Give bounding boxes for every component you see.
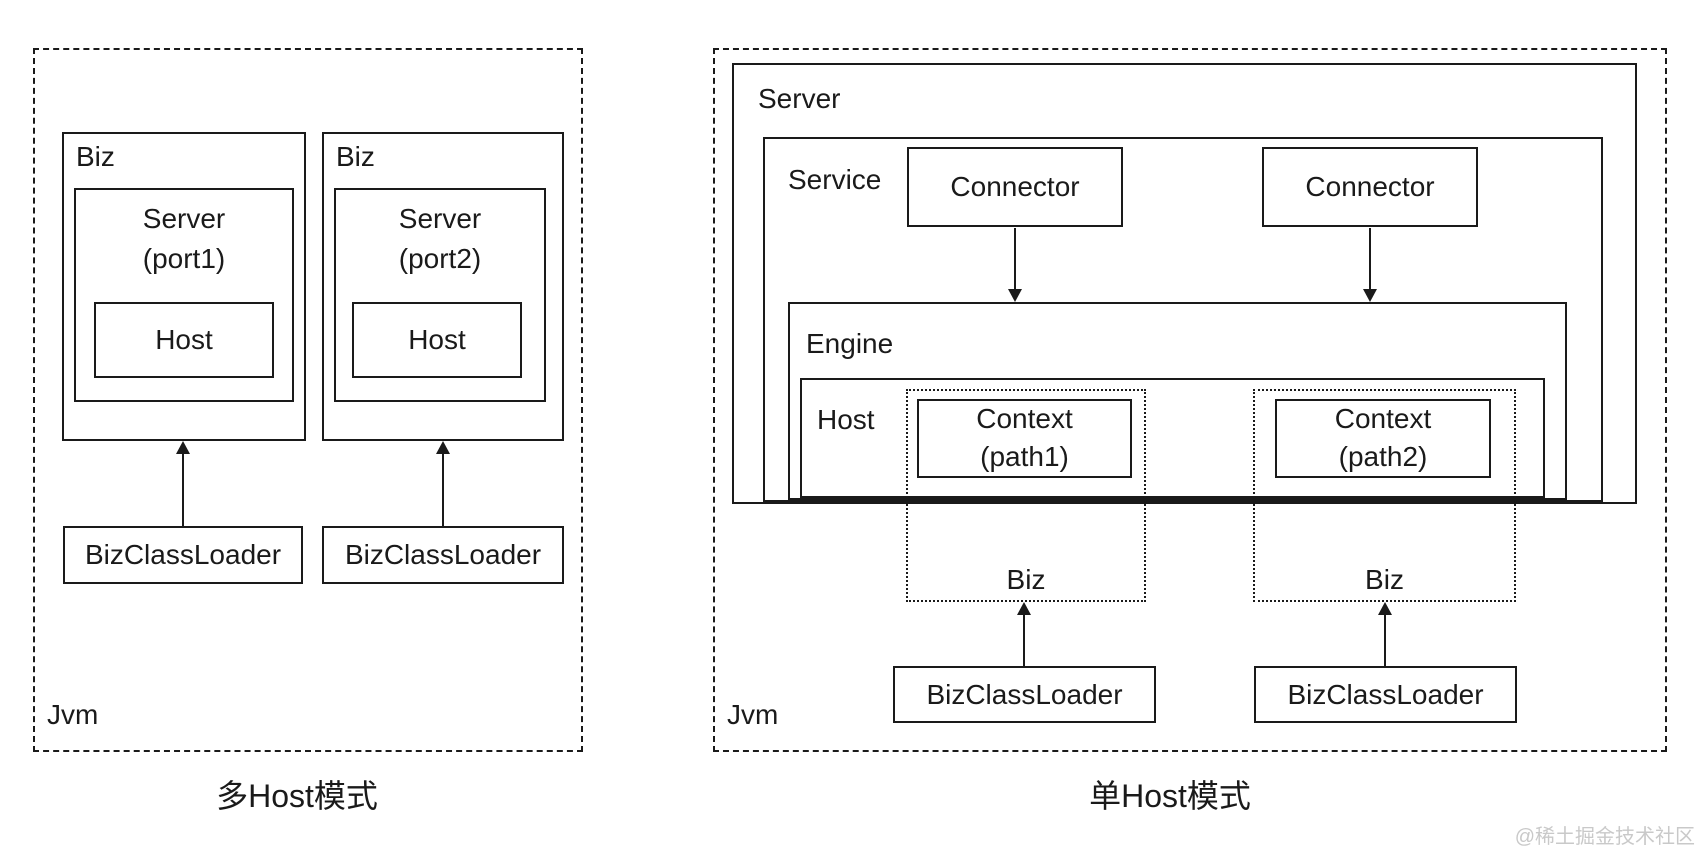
connector-label: Connector [950, 171, 1080, 202]
server-line1: Server [142, 203, 226, 234]
context-box [917, 399, 1132, 478]
context-box [1275, 399, 1491, 478]
connector-box: Connector [1262, 147, 1478, 227]
arrow-head-icon [436, 441, 450, 454]
engine-container [788, 302, 1567, 500]
arrow-up [176, 441, 190, 526]
biz-box [322, 132, 564, 441]
host-box: Host [352, 302, 522, 378]
context-line2: (path1) [980, 441, 1069, 472]
bizclassloader-box: BizClassLoader [63, 526, 303, 584]
arrow-line [1023, 615, 1025, 666]
host-label: Host [155, 324, 213, 355]
jvm-label: Jvm [47, 699, 99, 730]
server-container [732, 63, 1637, 504]
context-title: Context (path2) [1275, 400, 1491, 476]
engine-label: Engine [806, 328, 894, 359]
service-label: Service [788, 164, 882, 195]
bizclassloader-label: BizClassLoader [84, 539, 282, 570]
server-line2: (port2) [398, 243, 482, 274]
caption-single-host: 单Host模式 [1089, 778, 1251, 814]
arrow-down [1008, 228, 1022, 302]
host-label: Host [817, 404, 875, 435]
arrow-line [1369, 228, 1371, 289]
biz-label: Biz [336, 141, 375, 172]
arrow-line [182, 454, 184, 526]
jvm-label: Jvm [727, 699, 779, 730]
watermark: @稀土掘金技术社区 [1514, 826, 1695, 848]
bizclassloader-label: BizClassLoader [926, 678, 1123, 710]
context-line2: (path2) [1338, 441, 1428, 472]
server-line1: Server [398, 203, 482, 234]
context-line1: Context [976, 403, 1073, 434]
bizclassloader-box: BizClassLoader [322, 526, 564, 584]
server-title: Server (port2) [334, 199, 546, 279]
biz-dotted-box [1253, 389, 1516, 602]
server-box [334, 188, 546, 402]
arrow-line [1384, 615, 1386, 666]
biz-dotted-box [906, 389, 1146, 602]
arrow-up [1378, 602, 1392, 666]
host-label: Host [408, 324, 466, 355]
arrow-head-icon [176, 441, 190, 454]
bizclassloader-label: BizClassLoader [344, 539, 542, 570]
arrow-head-icon [1017, 602, 1031, 615]
arrow-up [1017, 602, 1031, 666]
caption-multi-host: 多Host模式 [216, 778, 378, 814]
host-box: Host [94, 302, 274, 378]
context-title: Context (path1) [917, 400, 1132, 476]
biz-box [62, 132, 306, 441]
arrow-up [436, 441, 450, 526]
host-container [800, 378, 1545, 498]
biz-label: Biz [76, 141, 115, 172]
arrow-line [442, 454, 444, 526]
jvm-dashed-box-single [713, 48, 1667, 752]
server-box [74, 188, 294, 402]
biz-label-text: Biz [1365, 564, 1404, 595]
biz-label: Biz [1253, 560, 1516, 602]
biz-label-text: Biz [1006, 564, 1046, 595]
connector-box: Connector [907, 147, 1123, 227]
server-label: Server [758, 83, 841, 114]
bizclassloader-box: BizClassLoader [893, 666, 1156, 723]
biz-label: Biz [906, 560, 1146, 602]
arrow-line [1014, 228, 1016, 289]
bizclassloader-label: BizClassLoader [1287, 678, 1484, 710]
arrow-head-icon [1008, 289, 1022, 302]
jvm-dashed-box-multi [33, 48, 583, 752]
service-container [763, 137, 1603, 502]
arrow-head-icon [1378, 602, 1392, 615]
bizclassloader-box: BizClassLoader [1254, 666, 1517, 723]
context-line1: Context [1334, 403, 1432, 434]
server-line2: (port1) [142, 243, 226, 274]
arrow-head-icon [1363, 289, 1377, 302]
arrow-down [1363, 228, 1377, 302]
connector-label: Connector [1305, 171, 1435, 202]
server-title: Server (port1) [74, 199, 294, 279]
